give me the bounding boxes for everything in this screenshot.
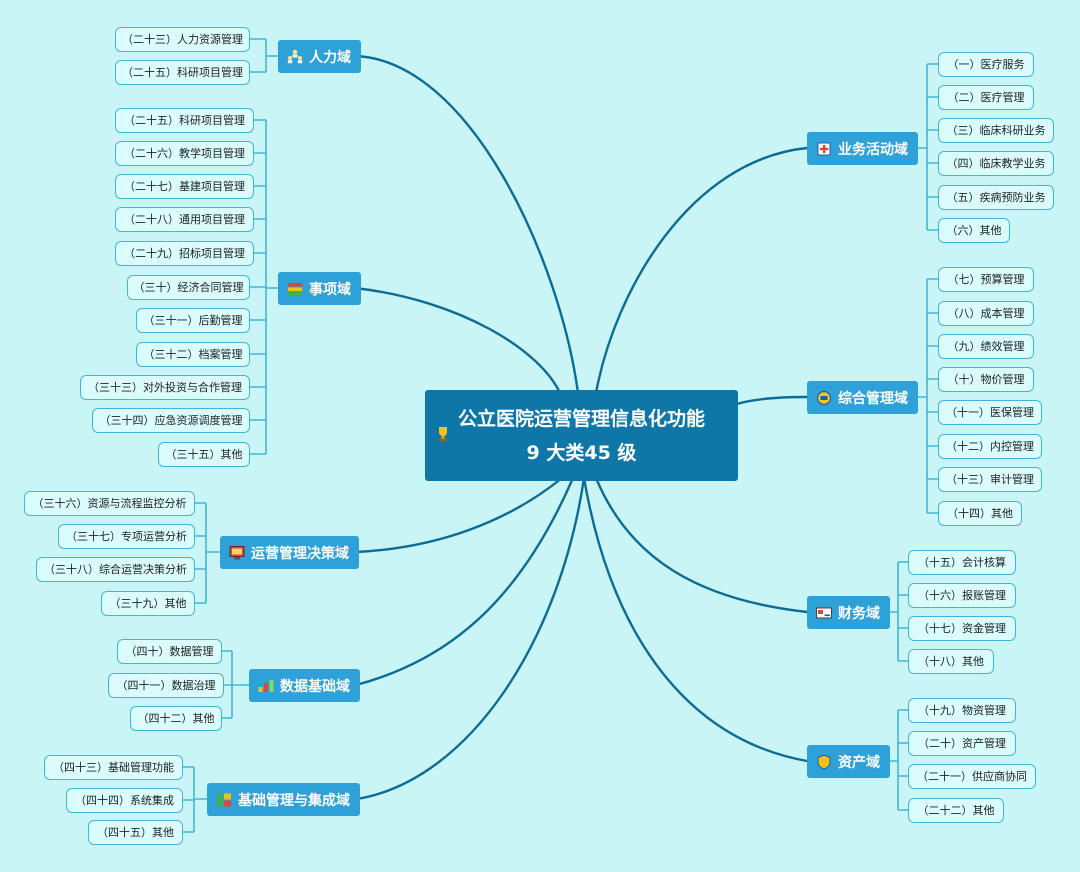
leaf-node[interactable]: （一）医疗服务	[938, 52, 1034, 77]
leaf-node[interactable]: （九）绩效管理	[938, 334, 1034, 359]
leaf-node[interactable]: （三十三）对外投资与合作管理	[80, 375, 250, 400]
leaf-node[interactable]: （七）预算管理	[938, 267, 1034, 292]
trophy-icon	[439, 427, 447, 442]
branch-line	[353, 54, 580, 395]
leaf-node[interactable]: （三十）经济合同管理	[127, 275, 250, 300]
leaf-node[interactable]: （三十九）其他	[101, 591, 195, 616]
leaf-node[interactable]: （十三）审计管理	[938, 467, 1042, 492]
domain-label: 财务域	[838, 605, 880, 622]
domain-base-integration[interactable]: 基础管理与集成域	[207, 783, 360, 816]
card-icon	[816, 607, 832, 618]
leaf-node[interactable]: （十）物价管理	[938, 367, 1034, 392]
leaf-node[interactable]: （三十一）后勤管理	[136, 308, 250, 333]
domain-label: 人力域	[309, 49, 351, 66]
leaf-node[interactable]: （三十八）综合运营决策分析	[36, 557, 195, 582]
leaf-node[interactable]: （四十一）数据治理	[108, 673, 224, 698]
leaf-node[interactable]: （四十四）系统集成	[66, 788, 183, 813]
branch-line	[594, 146, 809, 395]
leaf-node[interactable]: （三十四）应急资源调度管理	[92, 408, 250, 433]
leaf-node[interactable]: （十二）内控管理	[938, 434, 1042, 459]
leaf-node[interactable]: （四十三）基础管理功能	[44, 755, 183, 780]
leaf-node[interactable]: （四）临床教学业务	[938, 151, 1054, 176]
branch-line	[594, 476, 809, 614]
domain-affairs[interactable]: 事项域	[278, 272, 361, 305]
monitor-icon	[229, 545, 245, 559]
center-subtitle: 9 大类45 级	[526, 441, 637, 464]
leaf-node[interactable]: （十一）医保管理	[938, 400, 1042, 425]
domain-label: 运营管理决策域	[251, 545, 349, 562]
leaf-node[interactable]: （二十二）其他	[908, 798, 1004, 823]
leaf-node[interactable]: （四十五）其他	[88, 820, 183, 845]
leaf-node[interactable]: （六）其他	[938, 218, 1010, 243]
domain-label: 事项域	[309, 281, 351, 298]
leaf-node[interactable]: （二十九）招标项目管理	[115, 241, 254, 266]
domain-label: 数据基础域	[280, 678, 350, 695]
leaf-node[interactable]: （十六）报账管理	[908, 583, 1016, 608]
domain-hr[interactable]: 人力域	[278, 40, 361, 73]
leaf-node[interactable]: （十四）其他	[938, 501, 1022, 526]
people-icon	[287, 49, 303, 63]
books-icon	[288, 282, 302, 295]
leaf-node[interactable]: （三十五）其他	[158, 442, 250, 467]
domain-label: 综合管理域	[838, 390, 908, 407]
domain-general-management[interactable]: 综合管理域	[807, 381, 918, 414]
leaf-node[interactable]: （二十五）科研项目管理	[115, 108, 254, 133]
branch-line	[353, 286, 562, 395]
center-topic[interactable]: 公立医院运营管理信息化功能 9 大类45 级	[425, 390, 738, 481]
domain-finance[interactable]: 财务域	[807, 596, 890, 629]
hospital-icon	[817, 142, 831, 155]
branch-line	[355, 476, 586, 801]
leaf-node[interactable]: （三）临床科研业务	[938, 118, 1054, 143]
domain-label: 基础管理与集成域	[238, 792, 350, 809]
leaf-node[interactable]: （十九）物资管理	[908, 698, 1016, 723]
leaf-node[interactable]: （四十二）其他	[130, 706, 222, 731]
toolbox-icon	[217, 793, 231, 806]
leaf-node[interactable]: （二十六）教学项目管理	[115, 141, 254, 166]
domain-assets[interactable]: 资产域	[807, 745, 890, 778]
leaf-node[interactable]: （二十一）供应商协同	[908, 764, 1036, 789]
branch-line	[582, 476, 809, 763]
branch-line	[354, 476, 564, 554]
shield-icon	[817, 753, 831, 770]
leaf-node[interactable]: （二十三）人力资源管理	[115, 27, 250, 52]
branch-line	[354, 476, 575, 687]
leaf-node[interactable]: （十五）会计核算	[908, 550, 1016, 575]
leaf-node[interactable]: （二）医疗管理	[938, 85, 1034, 110]
leaf-node[interactable]: （三十二）档案管理	[136, 342, 250, 367]
domain-operations-decision[interactable]: 运营管理决策域	[220, 536, 359, 569]
leaf-node[interactable]: （二十八）通用项目管理	[115, 207, 254, 232]
leaf-node[interactable]: （十七）资金管理	[908, 616, 1016, 641]
leaf-node[interactable]: （二十五）科研项目管理	[115, 60, 250, 85]
badge-icon	[816, 390, 832, 405]
leaf-node[interactable]: （三十六）资源与流程监控分析	[24, 491, 195, 516]
leaf-node[interactable]: （五）疾病预防业务	[938, 185, 1054, 210]
database-icon	[258, 679, 274, 692]
domain-data-foundation[interactable]: 数据基础域	[249, 669, 360, 702]
leaf-node[interactable]: （十八）其他	[908, 649, 994, 674]
domain-business-activity[interactable]: 业务活动域	[807, 132, 918, 165]
center-title: 公立医院运营管理信息化功能	[457, 407, 705, 430]
leaf-node[interactable]: （二十七）基建项目管理	[115, 174, 254, 199]
leaf-node[interactable]: （四十）数据管理	[117, 639, 222, 664]
leaf-node[interactable]: （二十）资产管理	[908, 731, 1016, 756]
branch-line	[735, 395, 809, 406]
leaf-node[interactable]: （三十七）专项运营分析	[58, 524, 195, 549]
domain-label: 资产域	[838, 754, 880, 771]
leaf-node[interactable]: （八）成本管理	[938, 301, 1034, 326]
domain-label: 业务活动域	[838, 141, 908, 158]
